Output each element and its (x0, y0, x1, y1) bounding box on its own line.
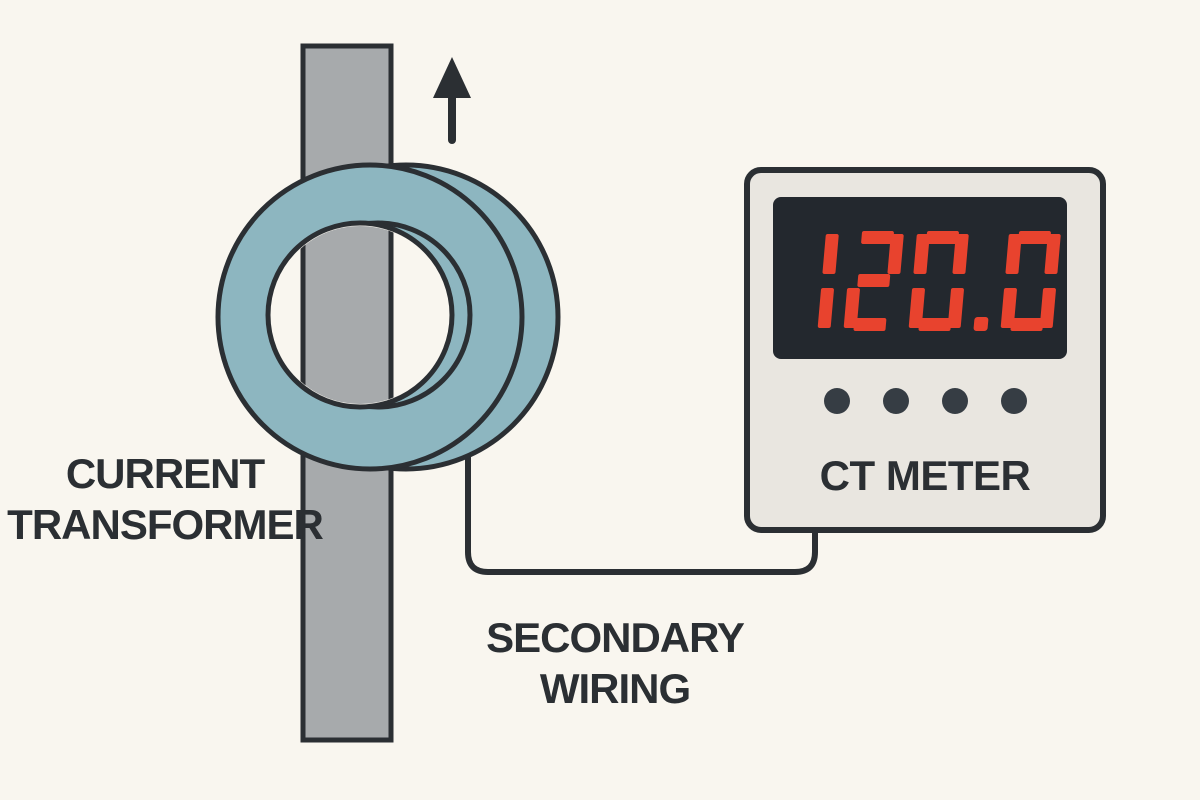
ct-meter-label: CT METER (819, 452, 1031, 499)
secondary-wiring-label-line2: WIRING (539, 665, 691, 713)
display-digit (843, 231, 904, 331)
secondary-wiring-label: SECONDARY WIRING (455, 612, 775, 714)
display-digit (1000, 231, 1061, 331)
meter-button (882, 388, 909, 414)
current-transformer-label-line2: TRANSFORMER (7, 501, 324, 549)
meter-button (823, 388, 850, 414)
current-transformer-label-line1: CURRENT (65, 450, 265, 497)
meter-button (1000, 388, 1027, 414)
conductor-through-hole (300, 226, 394, 404)
current-transformer-label: CURRENT TRANSFORMER (5, 448, 325, 550)
display-decimal-point (973, 317, 989, 331)
meter-display-digits (766, 197, 1074, 359)
arrow-up-icon (433, 57, 471, 98)
display-digit (778, 231, 839, 331)
meter-buttons (747, 388, 1103, 414)
meter-button (941, 388, 968, 414)
secondary-wire (465, 427, 818, 575)
display-digit (908, 231, 969, 331)
secondary-wiring-label-line1: SECONDARY (486, 614, 745, 661)
